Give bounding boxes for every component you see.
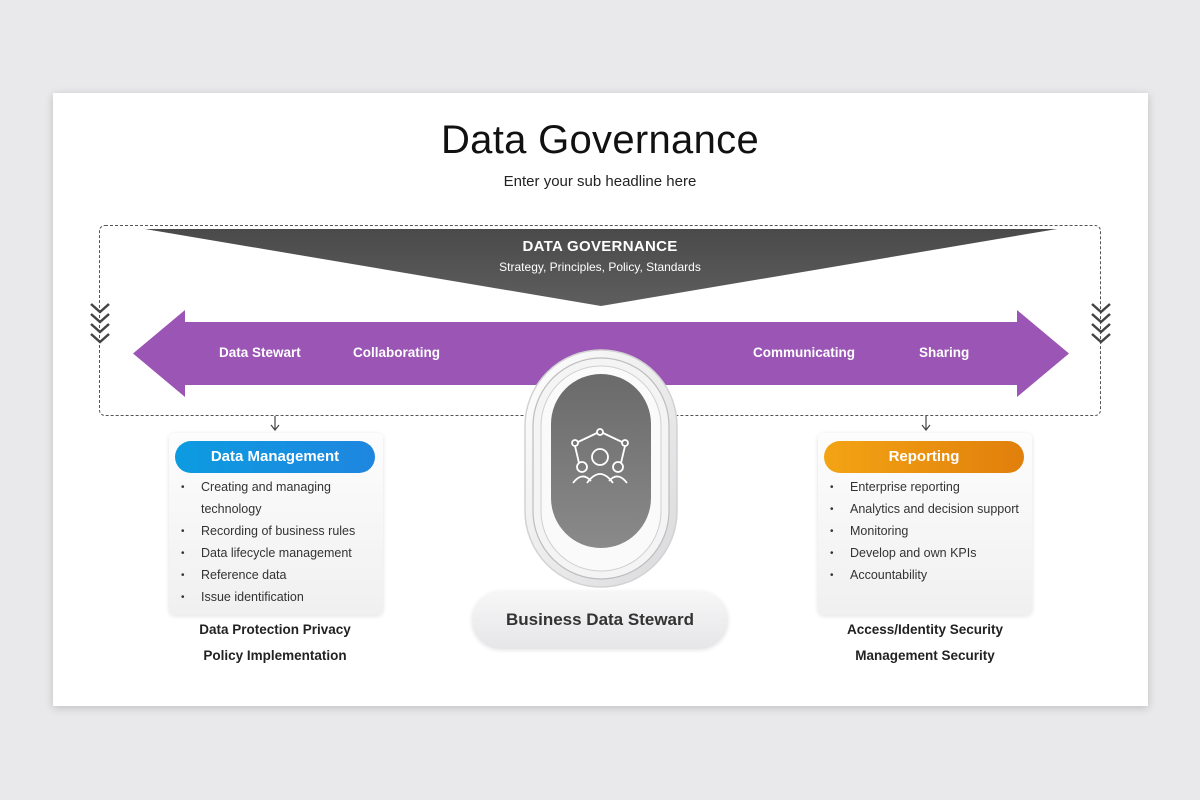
- center-capsule: [521, 346, 681, 591]
- list-item: Issue identification: [181, 587, 377, 609]
- data-management-header: Data Management: [175, 441, 375, 473]
- data-management-card: Data Management Creating and managing te…: [169, 433, 383, 615]
- team-leader-icon: [565, 425, 635, 495]
- arrow-label-data-stewart: Data Stewart: [219, 345, 301, 360]
- list-item: Enterprise reporting: [830, 477, 1026, 499]
- arrow-label-sharing: Sharing: [919, 345, 970, 360]
- list-item: Data lifecycle management: [181, 543, 377, 565]
- governance-title: DATA GOVERNANCE: [522, 238, 678, 255]
- data-management-footer-1: Data Protection Privacy: [199, 622, 351, 637]
- arrow-label-collaborating: Collaborating: [353, 345, 440, 360]
- list-item: Reference data: [181, 565, 377, 587]
- business-data-steward-label: Business Data Steward: [472, 591, 728, 649]
- list-item: Creating and managing technology: [181, 477, 377, 520]
- list-item: Accountability: [830, 565, 1026, 587]
- page-title: Data Governance: [440, 118, 759, 162]
- reporting-header: Reporting: [824, 441, 1024, 473]
- page-subtitle: Enter your sub headline here: [503, 173, 697, 190]
- arrow-down-icon-left: [270, 416, 280, 432]
- list-item: Recording of business rules: [181, 521, 377, 543]
- data-management-footer-2: Policy Implementation: [203, 648, 347, 663]
- list-item: Monitoring: [830, 521, 1026, 543]
- data-management-list: Creating and managing technology Recordi…: [181, 477, 377, 609]
- governance-triangle: [145, 229, 1057, 306]
- reporting-footer-1: Access/Identity Security: [846, 622, 1004, 637]
- list-item: Develop and own KPIs: [830, 543, 1026, 565]
- arrow-down-icon-right: [921, 416, 931, 432]
- chevron-down-icon-right: [1090, 302, 1112, 351]
- reporting-footer-2: Management Security: [855, 648, 995, 663]
- list-item: Analytics and decision support: [830, 499, 1026, 521]
- chevron-down-icon-left: [89, 302, 111, 351]
- arrow-label-communicating: Communicating: [753, 345, 856, 360]
- reporting-list: Enterprise reporting Analytics and decis…: [830, 477, 1026, 587]
- reporting-card: Reporting Enterprise reporting Analytics…: [818, 433, 1032, 615]
- governance-subtitle: Strategy, Principles, Policy, Standards: [499, 260, 701, 274]
